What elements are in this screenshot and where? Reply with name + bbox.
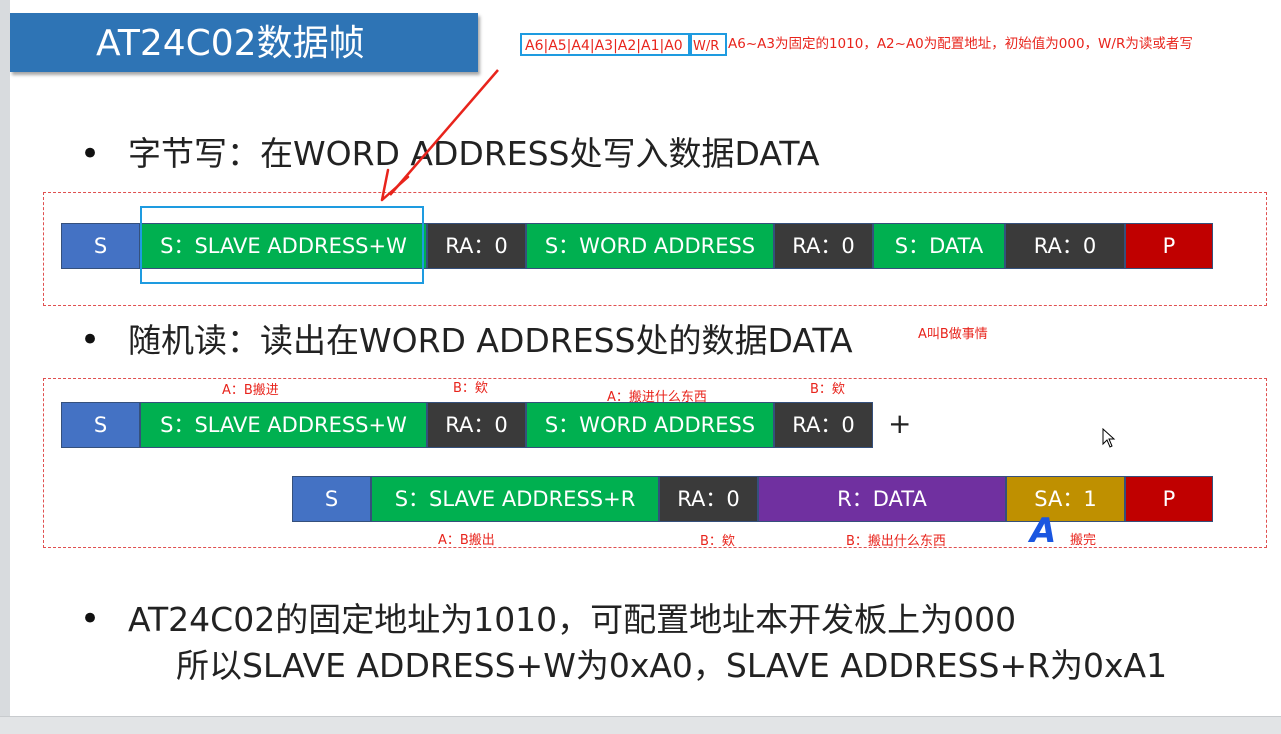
ack-cell: RA：0 bbox=[427, 402, 526, 448]
word-address-cell: S：WORD ADDRESS bbox=[526, 223, 774, 269]
annotation-bottom: A：B搬出 bbox=[438, 533, 495, 548]
slide-title: AT24C02数据帧 bbox=[96, 23, 365, 64]
slave-address-read-cell: S：SLAVE ADDRESS+R bbox=[371, 476, 659, 522]
read-data-cell: R：DATA bbox=[758, 476, 1006, 522]
address-bits-box: A6|A5|A4|A3|A2|A1|A0 bbox=[520, 33, 690, 56]
byte-write-heading: 字节写：在WORD ADDRESS处写入数据DATA bbox=[128, 134, 820, 173]
summary-line-2: 所以SLAVE ADDRESS+W为0xA0，SLAVE ADDRESS+R为0… bbox=[176, 646, 1168, 685]
annotation-bottom: 搬完 bbox=[1070, 533, 1097, 548]
start-cell: S bbox=[61, 402, 140, 448]
bullet-point: • bbox=[80, 320, 101, 360]
bullet-point: • bbox=[80, 599, 101, 639]
annotation-bottom: B：搬出什么东西 bbox=[846, 534, 946, 549]
window-bottom-strip bbox=[0, 716, 1281, 734]
annotation-top: B：欸 bbox=[453, 381, 488, 396]
mouse-cursor-icon bbox=[1102, 428, 1116, 448]
plus-sign: + bbox=[888, 407, 912, 440]
summary-line-1: AT24C02的固定地址为1010，可配置地址本开发板上为000 bbox=[128, 600, 1017, 639]
bullet-point: • bbox=[80, 134, 101, 174]
slide-canvas: AT24C02数据帧 A6|A5|A4|A3|A2|A1|A0 W/R A6~A… bbox=[10, 0, 1281, 716]
handwritten-annotation: A bbox=[1030, 511, 1057, 551]
random-read-frame-border bbox=[43, 378, 1267, 548]
title-banner bbox=[10, 13, 478, 72]
random-read-heading: 随机读：读出在WORD ADDRESS处的数据DATA bbox=[128, 321, 853, 360]
rw-bit-box: W/R bbox=[690, 33, 727, 56]
ack-cell: RA：0 bbox=[427, 223, 526, 269]
ack-cell: RA：0 bbox=[1005, 223, 1125, 269]
nack-cell: SA：1 bbox=[1006, 476, 1125, 522]
pointer-arrow bbox=[380, 69, 499, 202]
byte-write-frame-border bbox=[43, 192, 1267, 306]
word-address-cell: S：WORD ADDRESS bbox=[526, 402, 774, 448]
stop-cell: P bbox=[1125, 476, 1213, 522]
data-cell: S：DATA bbox=[873, 223, 1005, 269]
start-cell: S bbox=[61, 223, 140, 269]
annotation-top: A：搬进什么东西 bbox=[607, 390, 707, 405]
annotation-top: A：B搬进 bbox=[222, 383, 279, 398]
annotation-bottom: B：欸 bbox=[700, 534, 735, 549]
ack-cell: RA：0 bbox=[659, 476, 758, 522]
annotation-top: B：欸 bbox=[810, 382, 845, 397]
ack-cell: RA：0 bbox=[774, 223, 873, 269]
slave-address-highlight bbox=[140, 206, 424, 284]
slave-address-write-cell: S：SLAVE ADDRESS+W bbox=[140, 223, 427, 269]
ack-cell: RA：0 bbox=[774, 402, 873, 448]
slave-address-write-cell: S：SLAVE ADDRESS+W bbox=[140, 402, 427, 448]
start-cell: S bbox=[292, 476, 371, 522]
stop-cell: P bbox=[1125, 223, 1213, 269]
side-note: A叫B做事情 bbox=[918, 327, 988, 342]
address-bits-note: A6~A3为固定的1010，A2~A0为配置地址，初始值为000，W/R为读或者… bbox=[728, 36, 1193, 52]
